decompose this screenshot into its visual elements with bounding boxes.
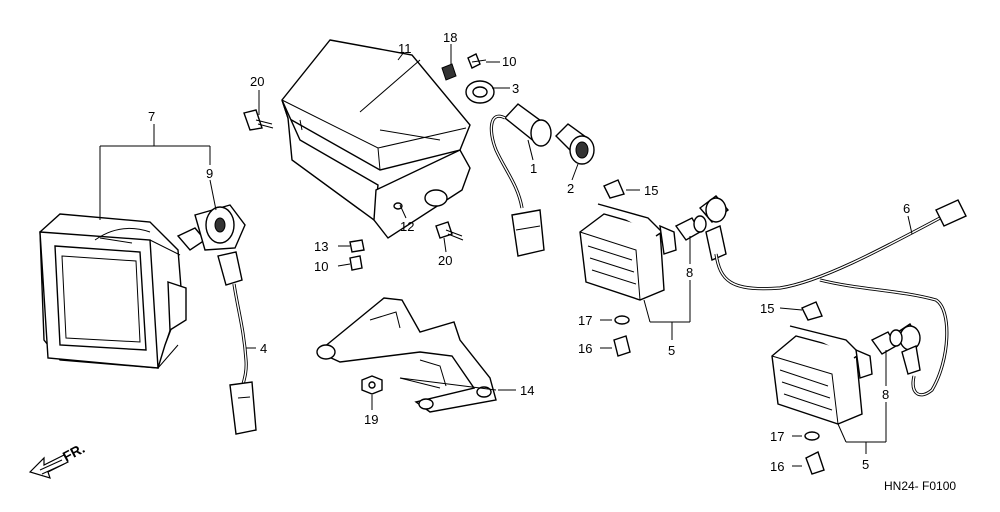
callout-1: 1 (530, 161, 537, 176)
callout-14: 14 (520, 383, 534, 398)
callout-18: 18 (443, 30, 457, 45)
callout-17: 17 (770, 429, 784, 444)
callout-2: 2 (567, 181, 574, 196)
callout-12: 12 (400, 219, 414, 234)
headlight-bulb (176, 204, 246, 251)
callout-10: 10 (502, 54, 516, 69)
callout-6: 6 (903, 201, 910, 216)
callout-5: 5 (862, 457, 869, 472)
callout-13: 13 (314, 239, 328, 254)
callout-8: 8 (686, 265, 693, 280)
callout-8: 8 (882, 387, 889, 402)
callout-15: 15 (644, 183, 658, 198)
headlight-stay (316, 297, 497, 413)
callout-16: 16 (578, 341, 592, 356)
turn-signal-upper (579, 179, 677, 301)
callout-11: 11 (398, 41, 412, 56)
diagram-code: HN24- F0100 (884, 479, 956, 493)
callout-20: 20 (250, 74, 264, 89)
callout-4: 4 (260, 341, 267, 356)
leader-lines (99, 44, 913, 467)
callout-7: 7 (148, 109, 155, 124)
callout-19: 19 (364, 412, 378, 427)
indicator-socket (489, 103, 552, 257)
case-mounting-bracket (373, 149, 471, 239)
callout-16: 16 (770, 459, 784, 474)
callout-5: 5 (668, 343, 675, 358)
front-direction-arrow: FR. (28, 440, 87, 479)
turn-signal-bulb-lower (870, 329, 903, 355)
turn-signal-lower (771, 301, 873, 425)
headlight-harness (217, 251, 257, 435)
callout-10: 10 (314, 259, 328, 274)
callouts: 7 9 20 11 18 10 3 1 2 12 13 10 20 4 14 1… (148, 30, 910, 474)
turn-signal-bulb-upper (674, 215, 707, 241)
callout-15: 15 (760, 301, 774, 316)
callout-17: 17 (578, 313, 592, 328)
bolt-upper (243, 109, 274, 131)
signal-fasteners (613, 315, 825, 475)
headlight-assembly (39, 213, 187, 369)
indicator-hardware (441, 53, 495, 104)
callout-9: 9 (206, 166, 213, 181)
case-fasteners (349, 221, 464, 271)
callout-20: 20 (438, 253, 452, 268)
indicator-lens (555, 123, 595, 165)
nut (361, 375, 383, 395)
callout-3: 3 (512, 81, 519, 96)
turn-signal-harness (698, 195, 967, 397)
